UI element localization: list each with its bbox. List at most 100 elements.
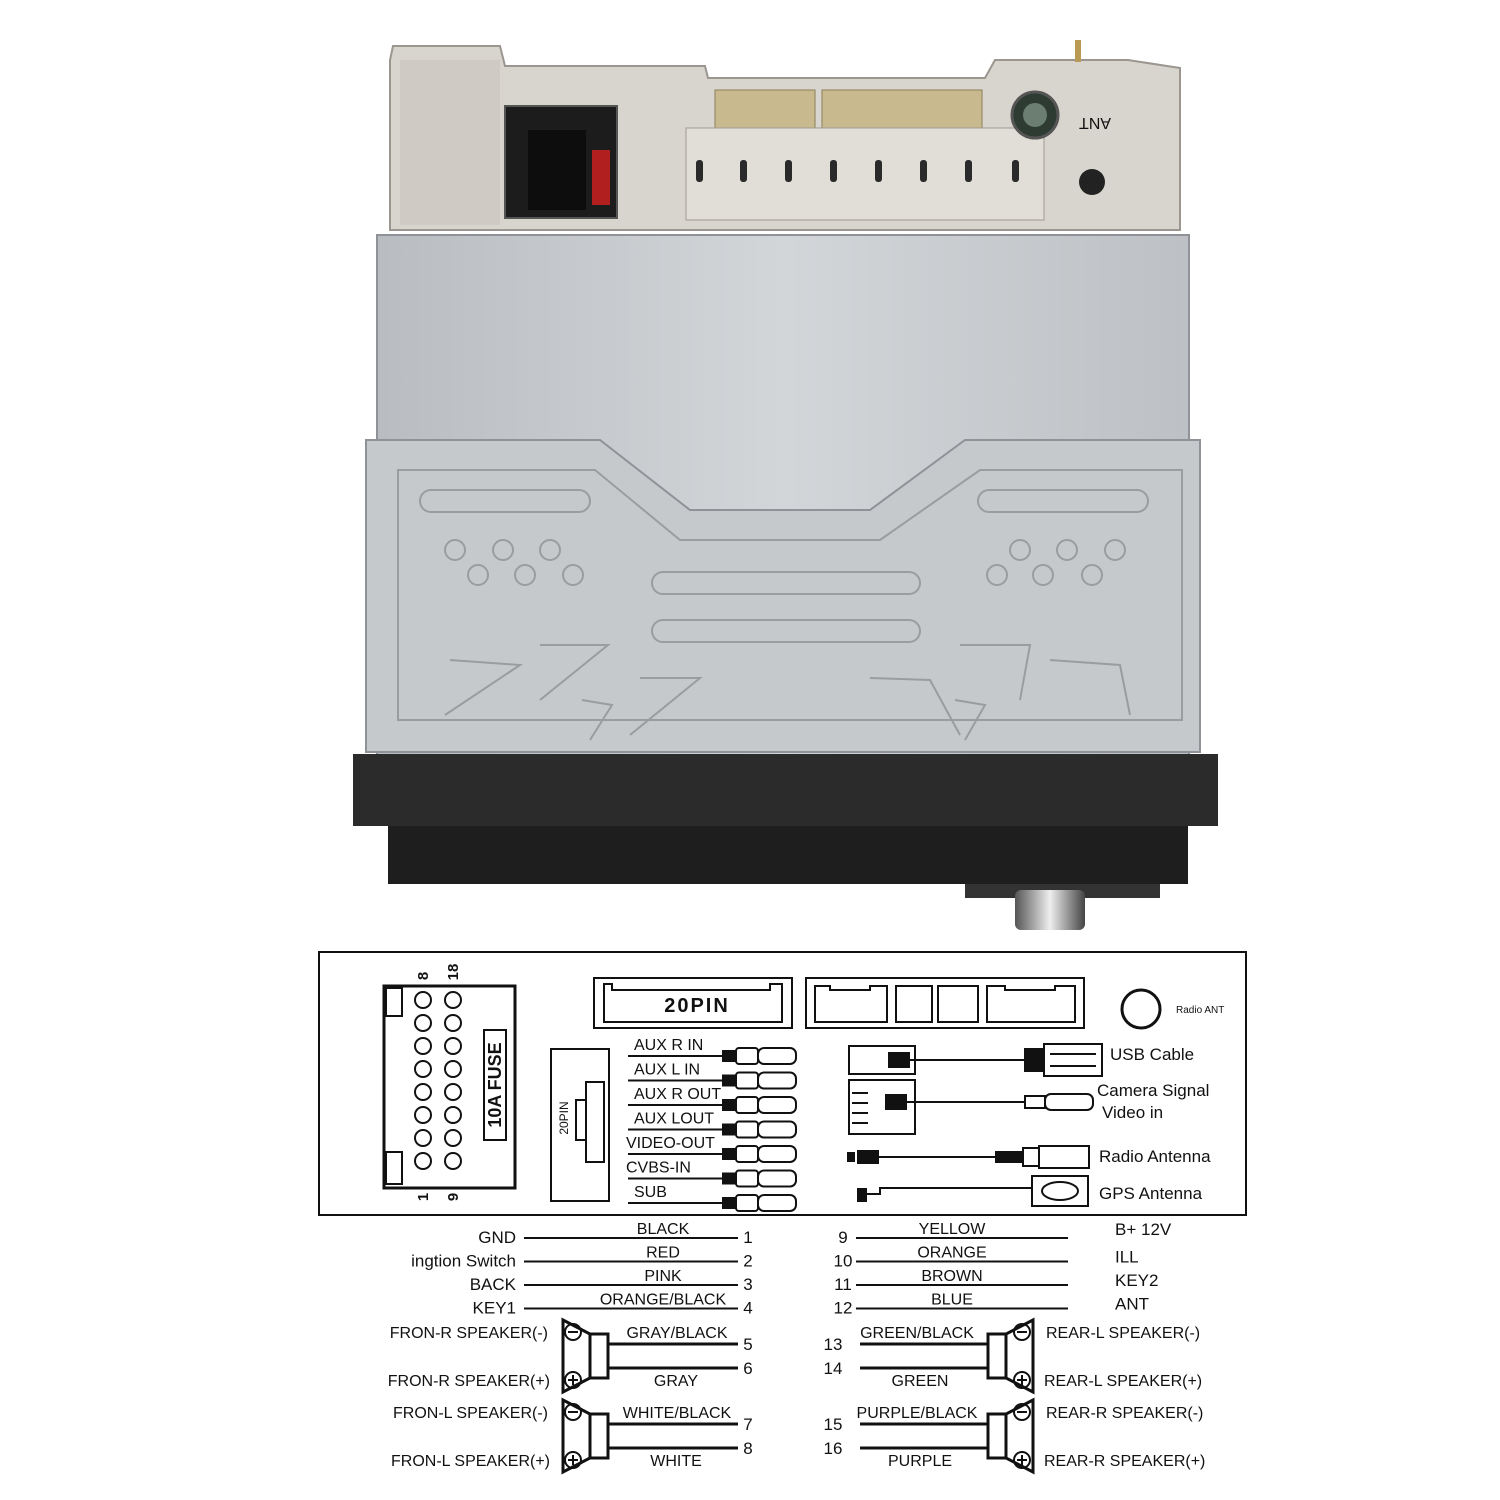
iso-pin [444,1129,462,1147]
header-20pin: 20PIN [550,1048,610,1202]
iso-pin [414,991,432,1009]
rca-plug [722,1148,736,1160]
speaker-pin: 14 [824,1359,843,1378]
radio-ant-label: Radio ANT [1176,1005,1224,1016]
wire-pin: 10 [834,1252,853,1271]
iso-connector: 10A FUSE 8 18 1 9 [382,964,517,1201]
radio-antenna-label: Radio Antenna [1099,1147,1211,1166]
wire-function: ILL [1115,1248,1139,1267]
wire-pin: 4 [743,1299,752,1318]
wire-function: KEY1 [473,1299,516,1318]
rca-plug [722,1197,736,1209]
rca-plug-tip [757,1096,797,1114]
wire-color: ORANGE [917,1245,986,1262]
wire-color: BROWN [921,1268,982,1285]
plus-icon [1013,1451,1031,1469]
iso-pin [414,1037,432,1055]
speaker-pin: 13 [824,1335,843,1354]
wire-color: YELLOW [919,1221,987,1238]
connector-strip [805,977,1085,1029]
iso-pin [414,1014,432,1032]
iso-pin [414,1083,432,1101]
wire-function: B+ 12V [1115,1220,1172,1239]
rca-label: AUX R OUT [634,1086,721,1103]
minus-icon [1013,1323,1031,1341]
usb-cable: USB Cable [848,1043,1194,1077]
iso-pin [414,1152,432,1170]
usb-cable-label: USB Cable [1110,1045,1194,1064]
rca-plug [722,1172,736,1185]
speaker-pin: 5 [743,1335,752,1354]
rca-plug [722,1050,736,1062]
speaker-rows: FRON-R SPEAKER(-) FRON-R SPEAKER(+) GRAY/B… [388,1317,1205,1475]
wire-pin: 9 [838,1228,847,1247]
radio-ant-socket [1120,988,1162,1030]
iso-pin [444,1037,462,1055]
wire-function: GND [478,1228,516,1247]
speaker-wire-color: GRAY [654,1373,698,1390]
wire-color: BLACK [637,1221,690,1238]
iso-pin [414,1060,432,1078]
rca-plug-tip [757,1071,797,1090]
iso-pin [444,1152,462,1170]
rca-plug-tip [757,1120,797,1139]
rca-plug [722,1099,736,1111]
speaker-pin: 8 [743,1439,752,1458]
iso-pin [444,991,462,1009]
plus-icon [1013,1371,1031,1389]
ant-label: ANT [1079,114,1111,131]
rca-plug [722,1074,736,1087]
rca-label: AUX LOUT [634,1111,714,1128]
camera-cable: Camera Signal Video in [848,1079,1209,1135]
speaker-pos-label: REAR-L SPEAKER(+) [1044,1373,1202,1390]
rca-plug [722,1123,736,1136]
speaker-wire-color: PURPLE [888,1453,952,1470]
speaker-magnet [588,1332,610,1380]
speaker-magnet [986,1412,1008,1460]
rca-plug-tip [757,1047,797,1065]
minus-icon [564,1323,582,1341]
gps-antenna-label: GPS Antenna [1099,1184,1203,1203]
speaker-wire-color: PURPLE/BLACK [857,1405,978,1422]
plus-icon [1017,1455,1027,1465]
radio-antenna-cable: Radio Antenna [847,1145,1211,1169]
header-20pin-label: 20PIN [557,1101,571,1134]
speaker-pin: 7 [743,1415,752,1434]
camera-label-1: Camera Signal [1097,1081,1209,1100]
metal-case [365,234,1201,756]
speaker-pos-label: REAR-R SPEAKER(+) [1044,1453,1205,1470]
speaker-wire-color: WHITE [650,1453,702,1470]
rca-label: CVBS-IN [626,1160,691,1177]
minus-icon [1013,1403,1031,1421]
wire-color: PINK [644,1268,682,1285]
speaker-neg-label: FRON-L SPEAKER(-) [393,1405,548,1422]
front-panel [353,754,1218,930]
iso-pin [414,1106,432,1124]
plus-icon [1017,1375,1027,1385]
speaker-pos-label: FRON-R SPEAKER(+) [388,1373,550,1390]
iso-pin [414,1129,432,1147]
speaker-wire-color: GRAY/BLACK [626,1325,727,1342]
plus-icon [564,1371,582,1389]
gps-antenna-cable: GPS Antenna [857,1175,1203,1207]
speaker-pin: 16 [824,1439,843,1458]
socket-20pin: 20PIN [593,977,793,1029]
wire-color: RED [646,1245,680,1262]
speaker-neg-label: FRON-R SPEAKER(-) [390,1325,548,1342]
pin-label-8: 8 [415,972,432,980]
speaker-pin: 6 [743,1359,752,1378]
wire-color: ORANGE/BLACK [600,1292,727,1309]
rca-plug-tip [757,1169,797,1188]
wire-pin: 1 [743,1228,752,1247]
wire-pin: 3 [743,1275,752,1294]
wire-function: ingtion Switch [411,1252,516,1271]
rca-label: SUB [634,1184,667,1201]
iso-pin [444,1014,462,1032]
wire-pin: 12 [834,1299,853,1318]
camera-label-2: Video in [1102,1103,1163,1122]
rca-label: AUX R IN [634,1037,703,1054]
speaker-icon [561,1397,592,1475]
pin-label-18: 18 [445,964,462,981]
